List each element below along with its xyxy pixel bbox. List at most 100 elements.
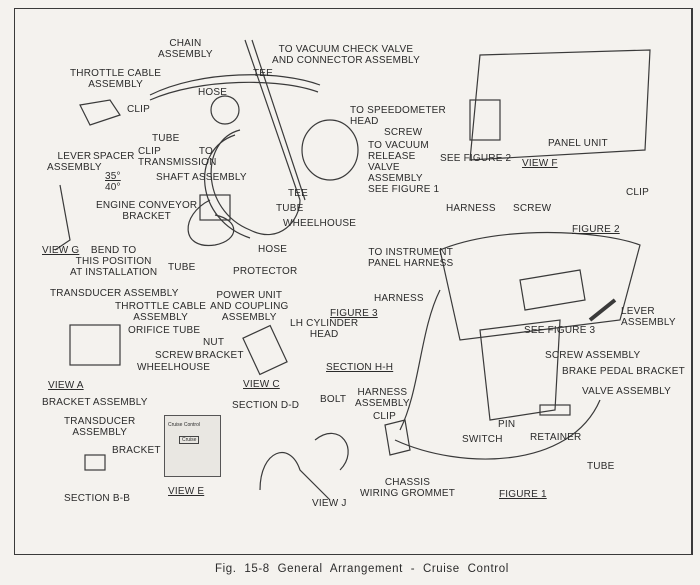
label-view-c: View C	[243, 379, 280, 390]
label-lever-assembly-left: Lever Assembly	[47, 151, 102, 173]
tube-loop	[210, 129, 301, 236]
speedometer-unit	[301, 119, 359, 181]
label-lever-assembly-right: Lever Assembly	[621, 306, 676, 328]
label-to-vacuum-check-valve: To Vacuum Check Valve and Connector Asse…	[272, 44, 420, 66]
label-view-f: View F	[522, 158, 558, 169]
label-tube-fig1: Tube	[587, 461, 615, 472]
label-bracket-view-c: Bracket	[195, 350, 244, 361]
label-view-j: View J	[312, 498, 347, 509]
vacuum-hose-line-2	[149, 81, 319, 101]
label-hose-mid: Hose	[258, 244, 288, 255]
label-tee-mid: Tee	[288, 188, 309, 199]
label-view-g: View G	[42, 245, 80, 256]
panel-unit-art	[469, 99, 501, 141]
figure-caption: Fig. 15-8 General Arrangement - Cruise C…	[215, 563, 509, 575]
cruise-control-panel: Cruise Control Cruise	[164, 415, 221, 477]
diagram-frame	[14, 8, 693, 555]
label-section-h-h: Section H-H	[326, 362, 394, 373]
label-figure-2: Figure 2	[572, 224, 620, 235]
label-harness-assembly: Harness Assembly	[355, 387, 410, 409]
label-screw: Screw	[384, 127, 423, 138]
valve-assembly-art	[539, 404, 571, 416]
transducer-bb-art	[84, 454, 106, 471]
label-bracket-assembly: Bracket Assembly	[42, 397, 148, 408]
harness-wire	[399, 289, 441, 431]
label-screw-fig2: Screw	[513, 203, 552, 214]
label-retainer: Retainer	[530, 432, 582, 443]
label-chain-assembly: Chain Assembly	[158, 38, 213, 60]
label-tube-top: Tube	[152, 133, 180, 144]
label-throttle-cable-assembly-mid: Throttle Cable Assembly	[115, 301, 207, 323]
panel-title: Cruise Control	[168, 422, 200, 428]
label-power-unit: Power Unit and Coupling Assembly	[210, 290, 289, 323]
label-throttle-cable-assembly: Throttle Cable Assembly	[70, 68, 162, 90]
cable-line	[244, 39, 301, 201]
label-chassis-wiring-grommet: Chassis Wiring Grommet	[360, 477, 456, 499]
label-clip-mid: Clip	[138, 146, 162, 157]
lever-assembly-art	[588, 298, 617, 322]
label-shaft-assembly: Shaft Assembly	[156, 172, 247, 183]
vacuum-tube-fig1	[394, 399, 601, 460]
throttle-lever	[79, 99, 121, 126]
label-engine-conveyor-bracket: Engine Conveyor Bracket	[96, 200, 198, 222]
figure-2-panel	[469, 49, 651, 161]
label-view-a: View A	[48, 380, 84, 391]
label-transducer-assembly-bb: Transducer Assembly	[64, 416, 136, 438]
label-orifice-tube: Orifice Tube	[128, 325, 201, 336]
label-valve-assembly: Valve Assembly	[582, 386, 671, 397]
label-protector: Protector	[233, 266, 298, 277]
grommet	[384, 419, 411, 456]
label-section-d-d: Section D-D	[232, 400, 300, 411]
label-screw-assembly: Screw Assembly	[545, 350, 641, 361]
label-spacer: Spacer	[93, 151, 135, 162]
label-view-e: View E	[168, 486, 205, 497]
label-to-speedometer-head: To Speedometer Head	[350, 105, 446, 127]
label-transducer-assembly: Transducer Assembly	[50, 288, 179, 299]
view-j-art	[259, 432, 349, 501]
label-wheelhouse-view-a: Wheelhouse	[137, 362, 211, 373]
label-see-figure-2: See Figure 2	[440, 153, 512, 164]
label-bracket-bb: Bracket	[112, 445, 161, 456]
brake-pedal-bracket-art	[479, 319, 561, 421]
label-harness-right: Harness	[374, 293, 424, 304]
label-to-transmission: To Transmission	[138, 146, 217, 168]
steering-column	[519, 269, 586, 311]
label-bolt: Bolt	[320, 394, 347, 405]
transducer-art	[69, 324, 121, 366]
label-clip: Clip	[127, 104, 151, 115]
label-tube-left: Tube	[168, 262, 196, 273]
label-brake-pedal-bracket: Brake Pedal Bracket	[562, 366, 685, 377]
label-bend-to-position: Bend to This Position at Installation	[70, 245, 158, 278]
cruise-button: Cruise	[179, 436, 200, 444]
label-lh-cylinder-head: LH Cylinder Head	[290, 318, 359, 340]
label-section-b-b: Section B-B	[64, 493, 131, 504]
cable-line-2	[251, 39, 306, 201]
label-clip-fig1: Clip	[373, 411, 397, 422]
label-wheelhouse-top: Wheelhouse	[283, 218, 357, 229]
label-to-instrument-panel-harness: To Instrument Panel Harness	[368, 247, 454, 269]
label-switch: Switch	[462, 434, 503, 445]
label-figure-1: Figure 1	[499, 489, 547, 500]
label-to-vacuum-release-valve: To Vacuum Release Valve Assembly See Fig…	[368, 140, 440, 195]
label-tube-mid: Tube	[276, 203, 304, 214]
vacuum-hose-line	[149, 74, 321, 96]
engine-conveyor-bracket-art	[54, 184, 71, 251]
label-hose: Hose	[198, 87, 228, 98]
power-unit-drum	[210, 95, 240, 125]
power-unit-view-c	[242, 324, 288, 376]
power-unit-body	[199, 194, 231, 221]
label-pin: Pin	[498, 419, 516, 430]
label-see-figure-3: See Figure 3	[524, 325, 596, 336]
label-clip-fig2: Clip	[626, 187, 650, 198]
label-harness-fig2: Harness	[446, 203, 496, 214]
tube-loop-2	[204, 134, 251, 239]
label-figure-3: Figure 3	[330, 308, 378, 319]
label-panel-unit: Panel Unit	[548, 138, 608, 149]
label-angle-35: 35°	[105, 171, 121, 182]
label-screw-view-a: Screw	[155, 350, 194, 361]
hose-loop	[187, 199, 235, 247]
instrument-panel	[439, 231, 641, 341]
label-tee: Tee	[253, 68, 274, 79]
label-angle-40: 40°	[105, 182, 121, 193]
